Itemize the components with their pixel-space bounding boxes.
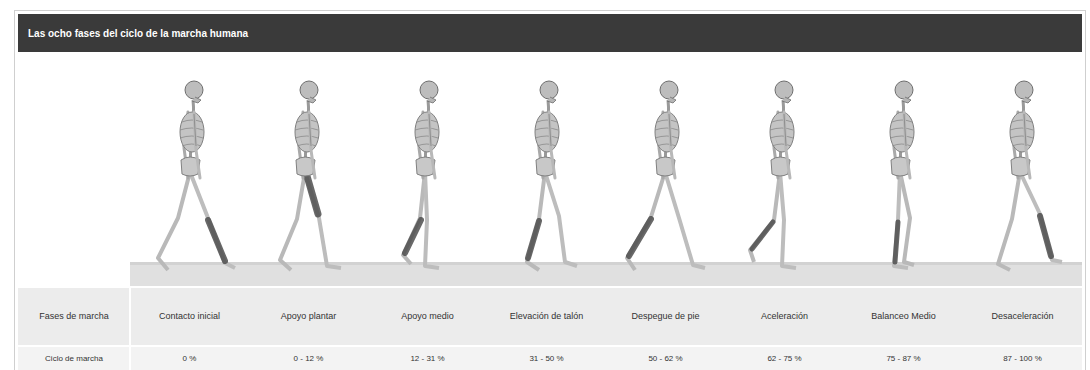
table-cell: 75 - 87 %	[844, 347, 963, 370]
table-cell: Ciclo de marcha	[18, 347, 130, 370]
cycle-percent: 75 - 87 %	[886, 354, 920, 364]
table-cell: 31 - 50 %	[487, 347, 606, 370]
cycle-percent: 87 - 100 %	[1003, 354, 1042, 364]
cycle-percent: 31 - 50 %	[529, 354, 563, 364]
table-cell: Apoyo medio	[368, 288, 487, 345]
table-cell: 50 - 62 %	[606, 347, 725, 370]
table-cell: Aceleración	[725, 288, 844, 345]
phase-name: Balanceo Medio	[871, 311, 936, 322]
table-cell: 0 - 12 %	[249, 347, 368, 370]
row-header: Ciclo de marcha	[45, 354, 103, 364]
table-cell: Despegue de pie	[606, 288, 725, 345]
phase-name: Desaceleración	[991, 311, 1053, 322]
table-cell: Contacto inicial	[130, 288, 249, 345]
phase-name: Apoyo medio	[401, 311, 454, 322]
title-text: Las ocho fases del ciclo de la marcha hu…	[28, 28, 248, 39]
table-cell: 62 - 75 %	[725, 347, 844, 370]
table-cell: 87 - 100 %	[963, 347, 1082, 370]
phase-name: Apoyo plantar	[281, 311, 337, 322]
table-cell: Fases de marcha	[18, 288, 130, 345]
table-cell: Elevación de talón	[487, 288, 606, 345]
table-cell: 0 %	[130, 347, 249, 370]
table-cell: Apoyo plantar	[249, 288, 368, 345]
table-cell: 12 - 31 %	[368, 347, 487, 370]
table-cell: Balanceo Medio	[844, 288, 963, 345]
table-cell: Desaceleración	[963, 288, 1082, 345]
phase-name: Elevación de talón	[510, 311, 584, 322]
cycle-percent: 0 %	[183, 354, 197, 364]
phase-name: Contacto inicial	[159, 311, 220, 322]
phase-name: Despegue de pie	[631, 311, 699, 322]
cycle-percent: 12 - 31 %	[410, 354, 444, 364]
row-header: Fases de marcha	[39, 311, 109, 322]
cycle-percent: 0 - 12 %	[294, 354, 324, 364]
title-bar-text: Las ocho fases del ciclo de la marcha hu…	[28, 14, 248, 52]
cycle-percent: 50 - 62 %	[648, 354, 682, 364]
cycle-percent: 62 - 75 %	[767, 354, 801, 364]
phase-name: Aceleración	[761, 311, 808, 322]
